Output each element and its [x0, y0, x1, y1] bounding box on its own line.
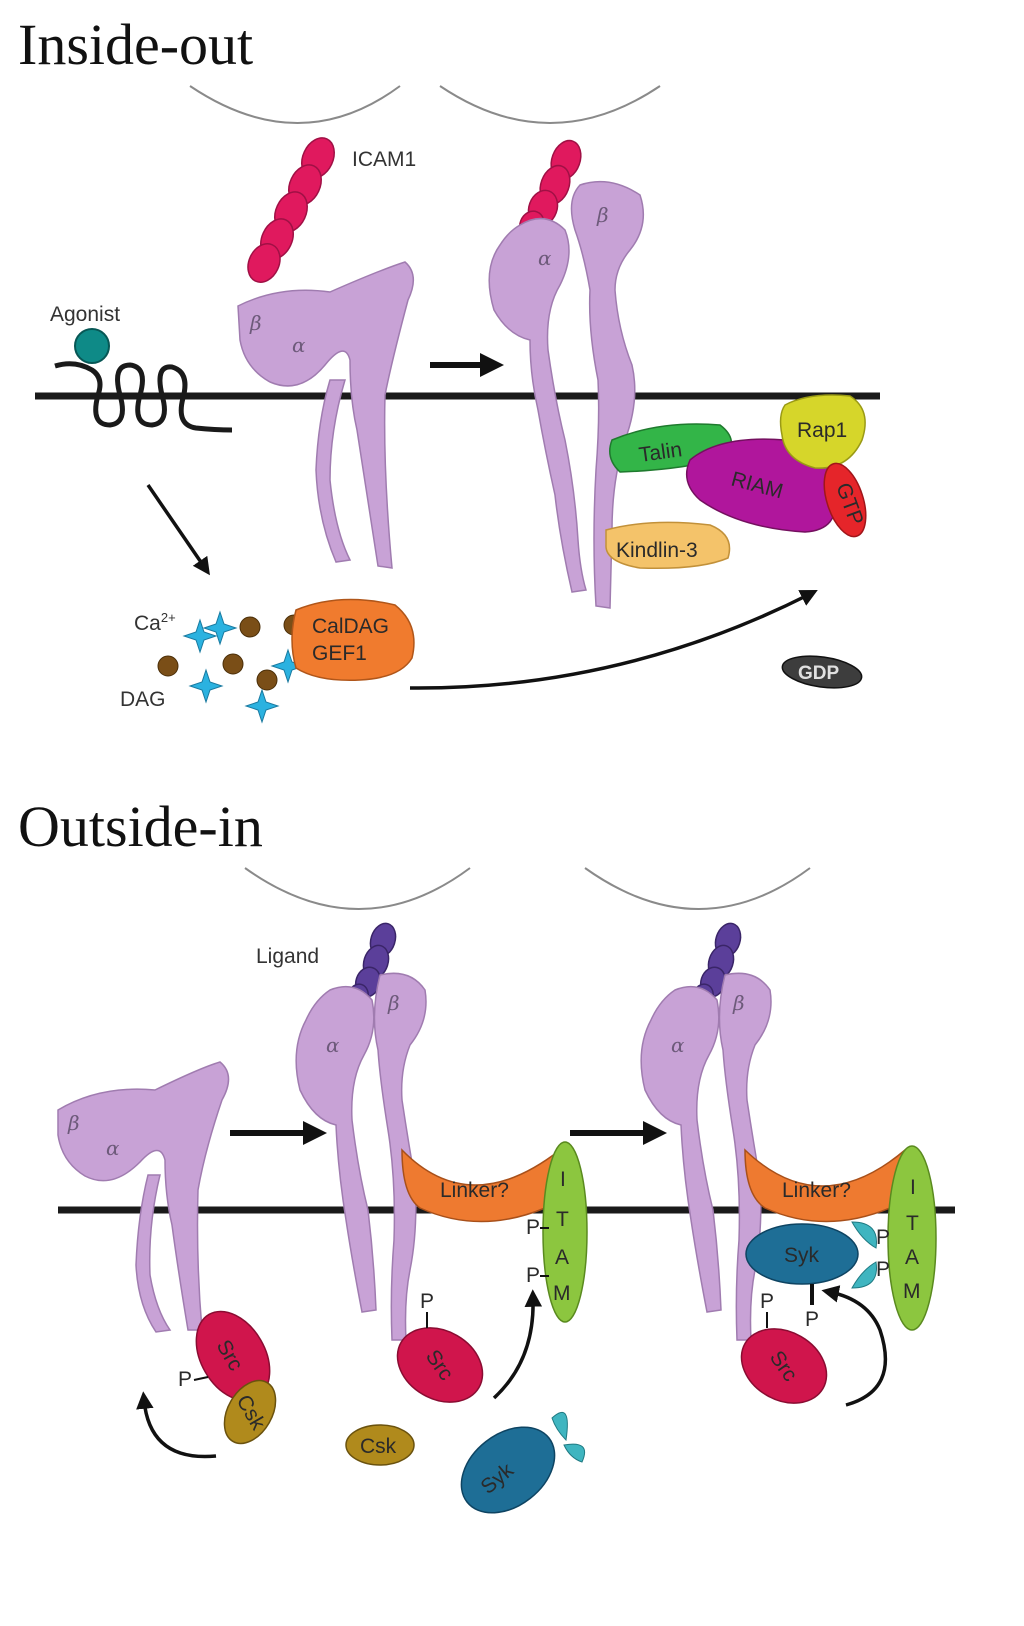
cell-surface-arc: [440, 86, 660, 123]
dag-label: DAG: [120, 688, 166, 711]
signal-arrow: [148, 485, 205, 568]
alpha-label: α: [106, 1136, 120, 1160]
cell-surface-arc: [190, 86, 400, 123]
svg-text:A: A: [905, 1246, 919, 1269]
phospho-label: P: [876, 1258, 890, 1281]
phospho-bond: [194, 1377, 208, 1380]
caldag-gef1-protein: [292, 600, 414, 681]
feedback-arrow: [144, 1400, 216, 1457]
phospho-label: P: [876, 1226, 890, 1249]
beta-label: β: [67, 1111, 80, 1135]
beta-label: β: [732, 991, 745, 1015]
inside-out-title: Inside-out: [18, 12, 253, 77]
ligand-label: Ligand: [256, 945, 319, 968]
alpha-label: α: [292, 333, 306, 357]
alpha-label: α: [538, 246, 552, 270]
agonist-ligand: [75, 329, 109, 363]
icam1-label: ICAM1: [352, 148, 416, 171]
svg-text:M: M: [553, 1282, 571, 1305]
beta-label: β: [596, 203, 609, 227]
phospho-label: P: [420, 1290, 434, 1313]
agonist-label: Agonist: [50, 303, 120, 326]
beta-label: β: [249, 311, 262, 335]
phospho-label: P: [526, 1216, 540, 1239]
phospho-label: P: [526, 1264, 540, 1287]
cell-surface-arc: [245, 868, 470, 909]
svg-text:I: I: [560, 1168, 566, 1191]
integrin-inactive: [238, 262, 413, 568]
phospho-label: P: [760, 1290, 774, 1313]
alpha-label: α: [326, 1033, 340, 1057]
svg-text:I: I: [910, 1176, 916, 1199]
svg-text:T: T: [906, 1212, 919, 1235]
feedback-arrow: [830, 1292, 885, 1405]
gdp-label: GDP: [798, 663, 840, 684]
syk-label: Syk: [784, 1244, 820, 1267]
syk-sh2-domains: [552, 1412, 585, 1462]
alpha-label: α: [671, 1033, 685, 1057]
outside-in-title: Outside-in: [18, 794, 263, 859]
phosphorylation-arrow: [494, 1298, 533, 1398]
svg-text:T: T: [556, 1208, 569, 1231]
kindlin3-label: Kindlin-3: [616, 539, 698, 562]
gef1-label: GEF1: [312, 642, 367, 665]
svg-text:A: A: [555, 1246, 569, 1269]
cell-surface-arc: [585, 868, 810, 909]
caldag-label: CalDAG: [312, 615, 389, 638]
phospho-label: P: [178, 1368, 192, 1391]
linker-label: Linker?: [440, 1179, 509, 1202]
csk-label: Csk: [360, 1435, 397, 1458]
icam1-molecule: [242, 133, 341, 288]
ca-label: Ca2+: [134, 610, 176, 635]
svg-text:M: M: [903, 1280, 921, 1303]
rap1-label: Rap1: [797, 419, 847, 442]
beta-label: β: [387, 991, 400, 1015]
linker-label: Linker?: [782, 1179, 851, 1202]
integrin-inactive: [58, 1062, 229, 1332]
phospho-label: P: [805, 1308, 819, 1331]
